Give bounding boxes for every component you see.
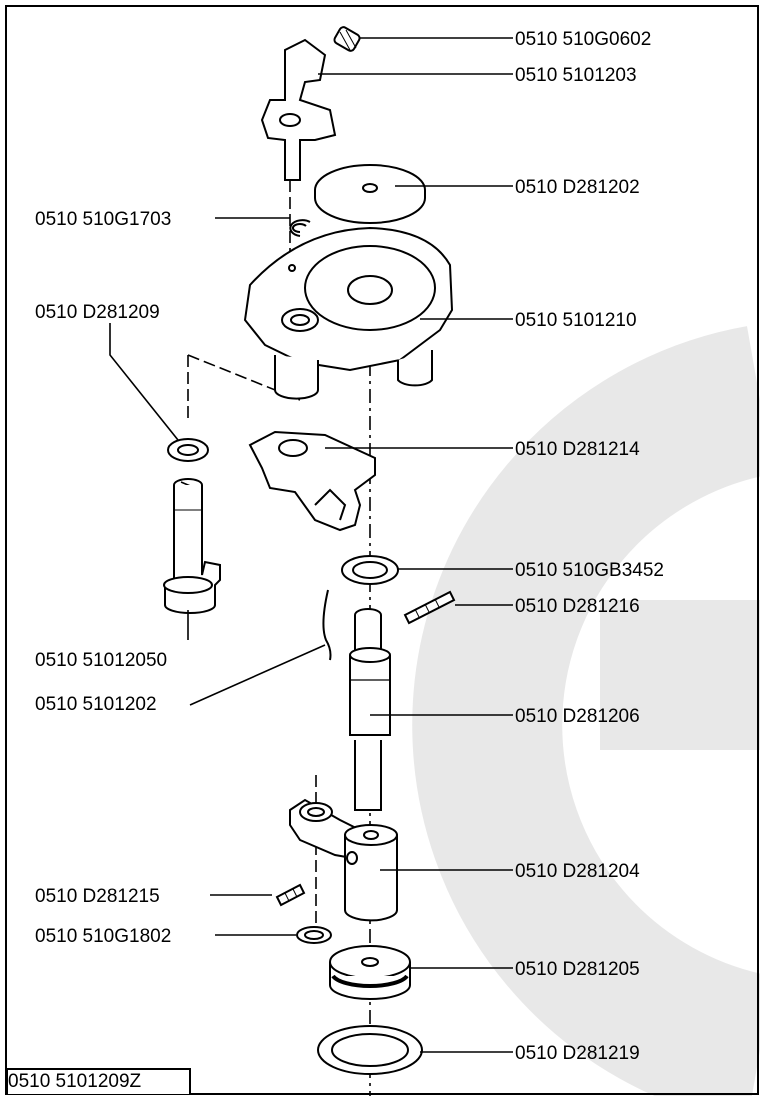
part-wire — [322, 589, 332, 661]
part-spring — [403, 590, 456, 625]
part-small-ring — [296, 926, 332, 944]
label-p1: 0510 510G0602 — [515, 29, 651, 50]
part-pulley — [329, 945, 411, 1000]
part-large-washer — [317, 1025, 423, 1075]
part-e-clip — [289, 219, 311, 237]
part-arm-sleeve — [289, 798, 398, 922]
label-p14: 0510 D281215 — [35, 886, 160, 907]
label-p6: 0510 5101210 — [515, 310, 637, 331]
part-base-housing — [243, 226, 454, 400]
part-washer-mid — [341, 555, 399, 585]
diagram-border — [5, 5, 759, 1095]
label-p5: 0510 D281209 — [35, 302, 160, 323]
link-axis — [187, 354, 301, 401]
label-p4: 0510 510G1703 — [35, 209, 171, 230]
label-p13: 0510 D281204 — [515, 861, 640, 882]
label-p10: 0510 51012050 — [35, 650, 167, 671]
assembly-number-box — [6, 1068, 191, 1094]
leader-lines — [109, 37, 513, 1053]
label-p17: 0510 D281219 — [515, 1043, 640, 1064]
part-plate — [248, 430, 376, 532]
label-p2: 0510 5101203 — [515, 65, 637, 86]
part-lever — [260, 38, 337, 181]
part-main-shaft — [349, 608, 391, 811]
watermark-logo — [412, 326, 760, 1096]
part-disc — [314, 164, 426, 224]
assembly-number: 0510 5101209Z — [8, 1071, 142, 1092]
part-labels: 0510 510G0602 0510 5101203 0510 D281202 … — [35, 29, 664, 1064]
label-p9: 0510 D281216 — [515, 596, 640, 617]
part-small-spring — [275, 883, 306, 907]
part-washer-small — [167, 438, 209, 462]
label-p3: 0510 D281202 — [515, 177, 640, 198]
label-p12: 0510 D281206 — [515, 706, 640, 727]
label-p15: 0510 510G1802 — [35, 926, 171, 947]
label-p11: 0510 5101202 — [35, 694, 157, 715]
part-set-screw-top — [333, 26, 361, 52]
label-p7: 0510 D281214 — [515, 439, 640, 460]
label-p8: 0510 510GB3452 — [515, 560, 664, 581]
part-left-shaft — [163, 478, 221, 614]
label-p16: 0510 D281205 — [515, 959, 640, 980]
